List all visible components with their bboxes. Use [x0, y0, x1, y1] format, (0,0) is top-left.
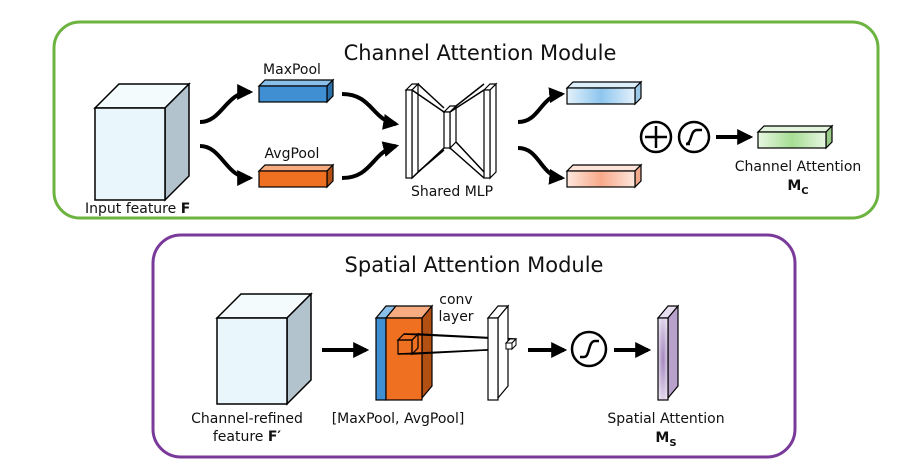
channel-attention-label: Channel Attention [735, 159, 862, 175]
spatial-module-border [151, 233, 797, 459]
input-feature-cube [93, 82, 191, 202]
spatial-module-title: Spatial Attention Module [345, 253, 604, 277]
channel-refined-feature-cube [215, 292, 313, 406]
elementwise-sum-icon [639, 120, 673, 154]
avgpool-vector [257, 163, 335, 189]
maxpool-vector [257, 78, 335, 104]
arrow-to-avgpool [199, 144, 254, 186]
spatial-attention-label: Spatial Attention [607, 411, 724, 427]
pooling-concat-label: [MaxPool, AvgPool] [332, 411, 465, 427]
conv-layer-label-line2: layer [438, 309, 473, 325]
arrow-mlp-to-max-output [517, 87, 566, 124]
channel-refined-label-line1: Channel-refined [191, 411, 303, 427]
mlp-output-avg-vector [565, 163, 643, 189]
spatial-sigmoid-icon [570, 330, 608, 368]
arrow-to-maxpool [199, 84, 254, 124]
input-feature-label: Input feature F [85, 201, 190, 217]
conv-layer-label-line1: conv [439, 292, 472, 308]
channel-module-border [52, 20, 880, 220]
arrow-avgpool-to-mlp [341, 141, 400, 180]
channel-refined-label-line2: feature F′ [213, 429, 282, 445]
arrow-mlp-to-avg-output [517, 146, 566, 185]
sigmoid-icon [677, 120, 711, 154]
spatial-attention-symbol: MS [655, 430, 676, 449]
conv-output-map [486, 304, 518, 401]
channel-attention-vector [756, 124, 834, 150]
avgpool-label: AvgPool [265, 146, 320, 162]
channel-module-title: Channel Attention Module [344, 41, 617, 65]
arrow-maxpool-to-mlp [341, 92, 400, 130]
mlp-output-max-vector [565, 80, 643, 106]
shared-mlp-label: Shared MLP [411, 184, 493, 200]
maxpool-label: MaxPool [263, 62, 321, 78]
channel-attention-symbol: MC [787, 178, 808, 197]
spatial-attention-map [656, 304, 680, 401]
shared-mlp [404, 82, 498, 180]
